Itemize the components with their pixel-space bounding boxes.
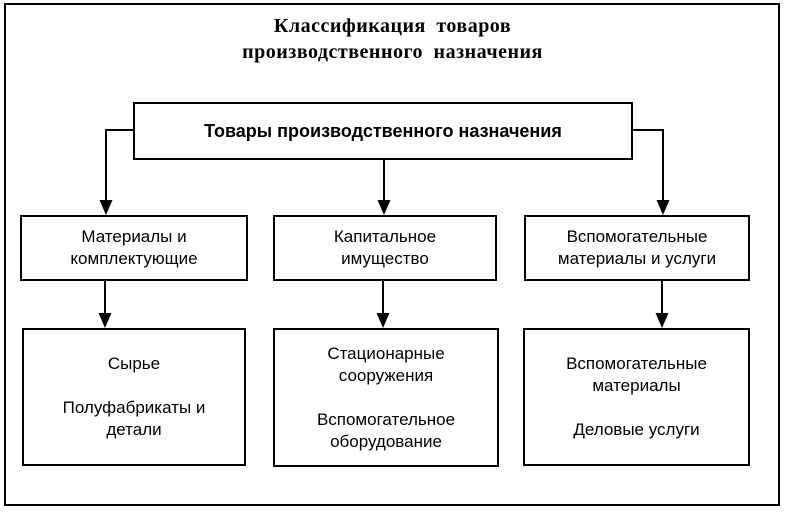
leaf-materials-line-4: детали [106, 420, 162, 439]
diagram-frame [4, 3, 780, 506]
leaf-box-stationary-structures-equipment: Стационарные сооружения Вспомогательное … [273, 328, 499, 467]
branch-capital-line-2: имущество [341, 249, 429, 268]
leaf-capital-line-3 [275, 387, 497, 409]
branch-box-materials-components: Материалы и комплектующие [20, 215, 248, 281]
leaf-capital-line-1: Стационарные [327, 343, 445, 363]
root-box-industrial-goods: Товары производственного назначения [133, 102, 633, 160]
leaf-capital-line-4: Вспомогательное [316, 409, 456, 429]
leaf-capital-line-5: оборудование [330, 431, 442, 451]
leaf-materials-line-3: Полуфабрикаты и [62, 398, 206, 417]
leaf-auxiliary-line-1: Вспомогательные [566, 354, 707, 373]
diagram-title-line-2: производственного назначения [242, 41, 543, 63]
branch-materials-line-2: комплектующие [70, 249, 198, 268]
diagram-title-line-1: Классификация товаров [273, 15, 512, 37]
branch-materials-line-1: Материалы и [81, 227, 187, 246]
branch-capital-line-1: Капитальное [333, 227, 437, 246]
diagram-title: Классификация товаров производственного … [0, 13, 785, 65]
leaf-auxiliary-line-3 [525, 397, 748, 419]
branch-box-auxiliary-materials-services: Вспомогательные материалы и услуги [524, 215, 750, 281]
branch-box-capital-property: Капитальное имущество [273, 215, 497, 281]
branch-auxiliary-line-1: Вспомогательные [566, 227, 708, 246]
root-box-label: Товары производственного назначения [204, 121, 562, 141]
leaf-auxiliary-line-2: материалы [592, 376, 681, 395]
leaf-auxiliary-line-4: Деловые услуги [573, 420, 700, 439]
leaf-capital-line-2: сооружения [338, 365, 434, 385]
leaf-materials-line-1: Сырье [107, 354, 161, 373]
leaf-box-raw-materials-semifinished: Сырье Полуфабрикаты и детали [22, 328, 246, 466]
leaf-box-auxiliary-materials-business-services: Вспомогательные материалы Деловые услуги [523, 328, 750, 466]
branch-auxiliary-line-2: материалы и услуги [557, 249, 717, 268]
leaf-materials-line-2 [24, 375, 244, 397]
